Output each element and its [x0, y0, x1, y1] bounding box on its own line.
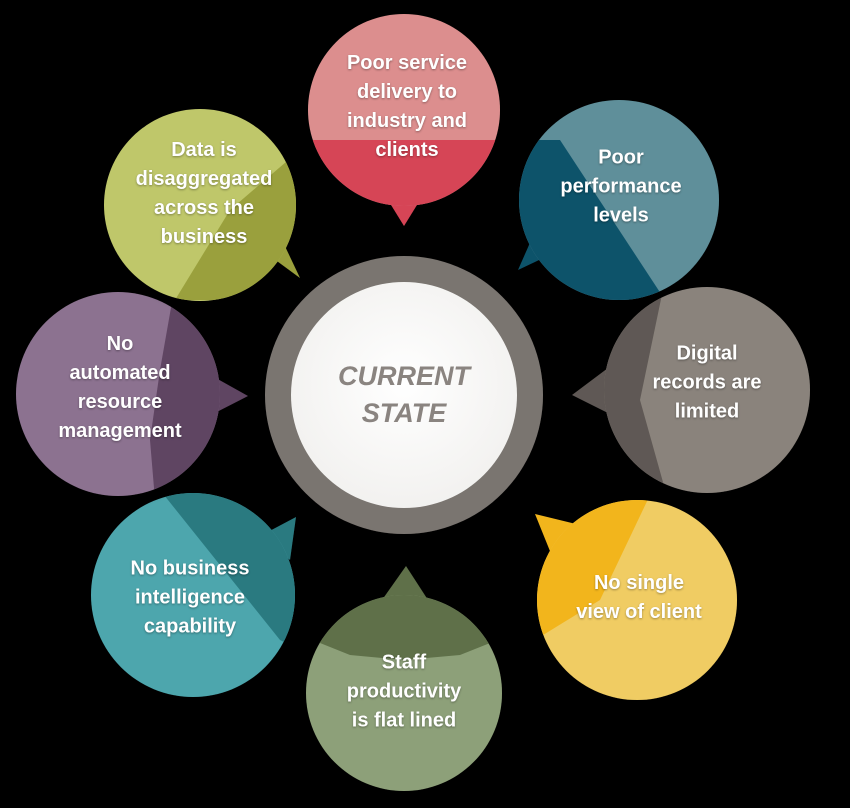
center-label: CURRENT STATE [338, 361, 470, 428]
bubble-no-business-intelligence [91, 493, 296, 697]
bubble-tail [382, 566, 428, 600]
bubble-shade [175, 150, 296, 300]
bubble-poor-performance [518, 100, 719, 300]
bubble-tail [535, 514, 580, 556]
bubble-label-no-automated-resource: No automated resource management [58, 333, 182, 442]
bubble-label-no-single-view: No single view of client [576, 572, 702, 623]
bubble-tail [262, 517, 296, 560]
bubble-tail [388, 200, 420, 226]
bubble-label-data-disaggregated: Data is disaggregated across the busines… [135, 139, 273, 248]
bubble-circle [604, 287, 810, 493]
bubble-label-poor-service-delivery: Poor service delivery to industry and cl… [346, 52, 468, 161]
center-disc [291, 282, 517, 508]
bubble-label-digital-records: Digital records are limited [652, 342, 762, 423]
bubble-shade [160, 493, 295, 650]
bubble-label-staff-productivity: Staff productivity is flat lined [346, 651, 462, 732]
center-circle [265, 256, 543, 534]
bubble-tail [572, 365, 612, 415]
bubble-label-no-business-intelligence: No business intelligence capability [130, 557, 250, 638]
bubble-data-disaggregated [104, 109, 300, 301]
bubble-no-single-view [535, 500, 737, 700]
bubble-label-poor-performance: Poor performance levels [560, 146, 682, 227]
bubble-shade [519, 140, 665, 300]
